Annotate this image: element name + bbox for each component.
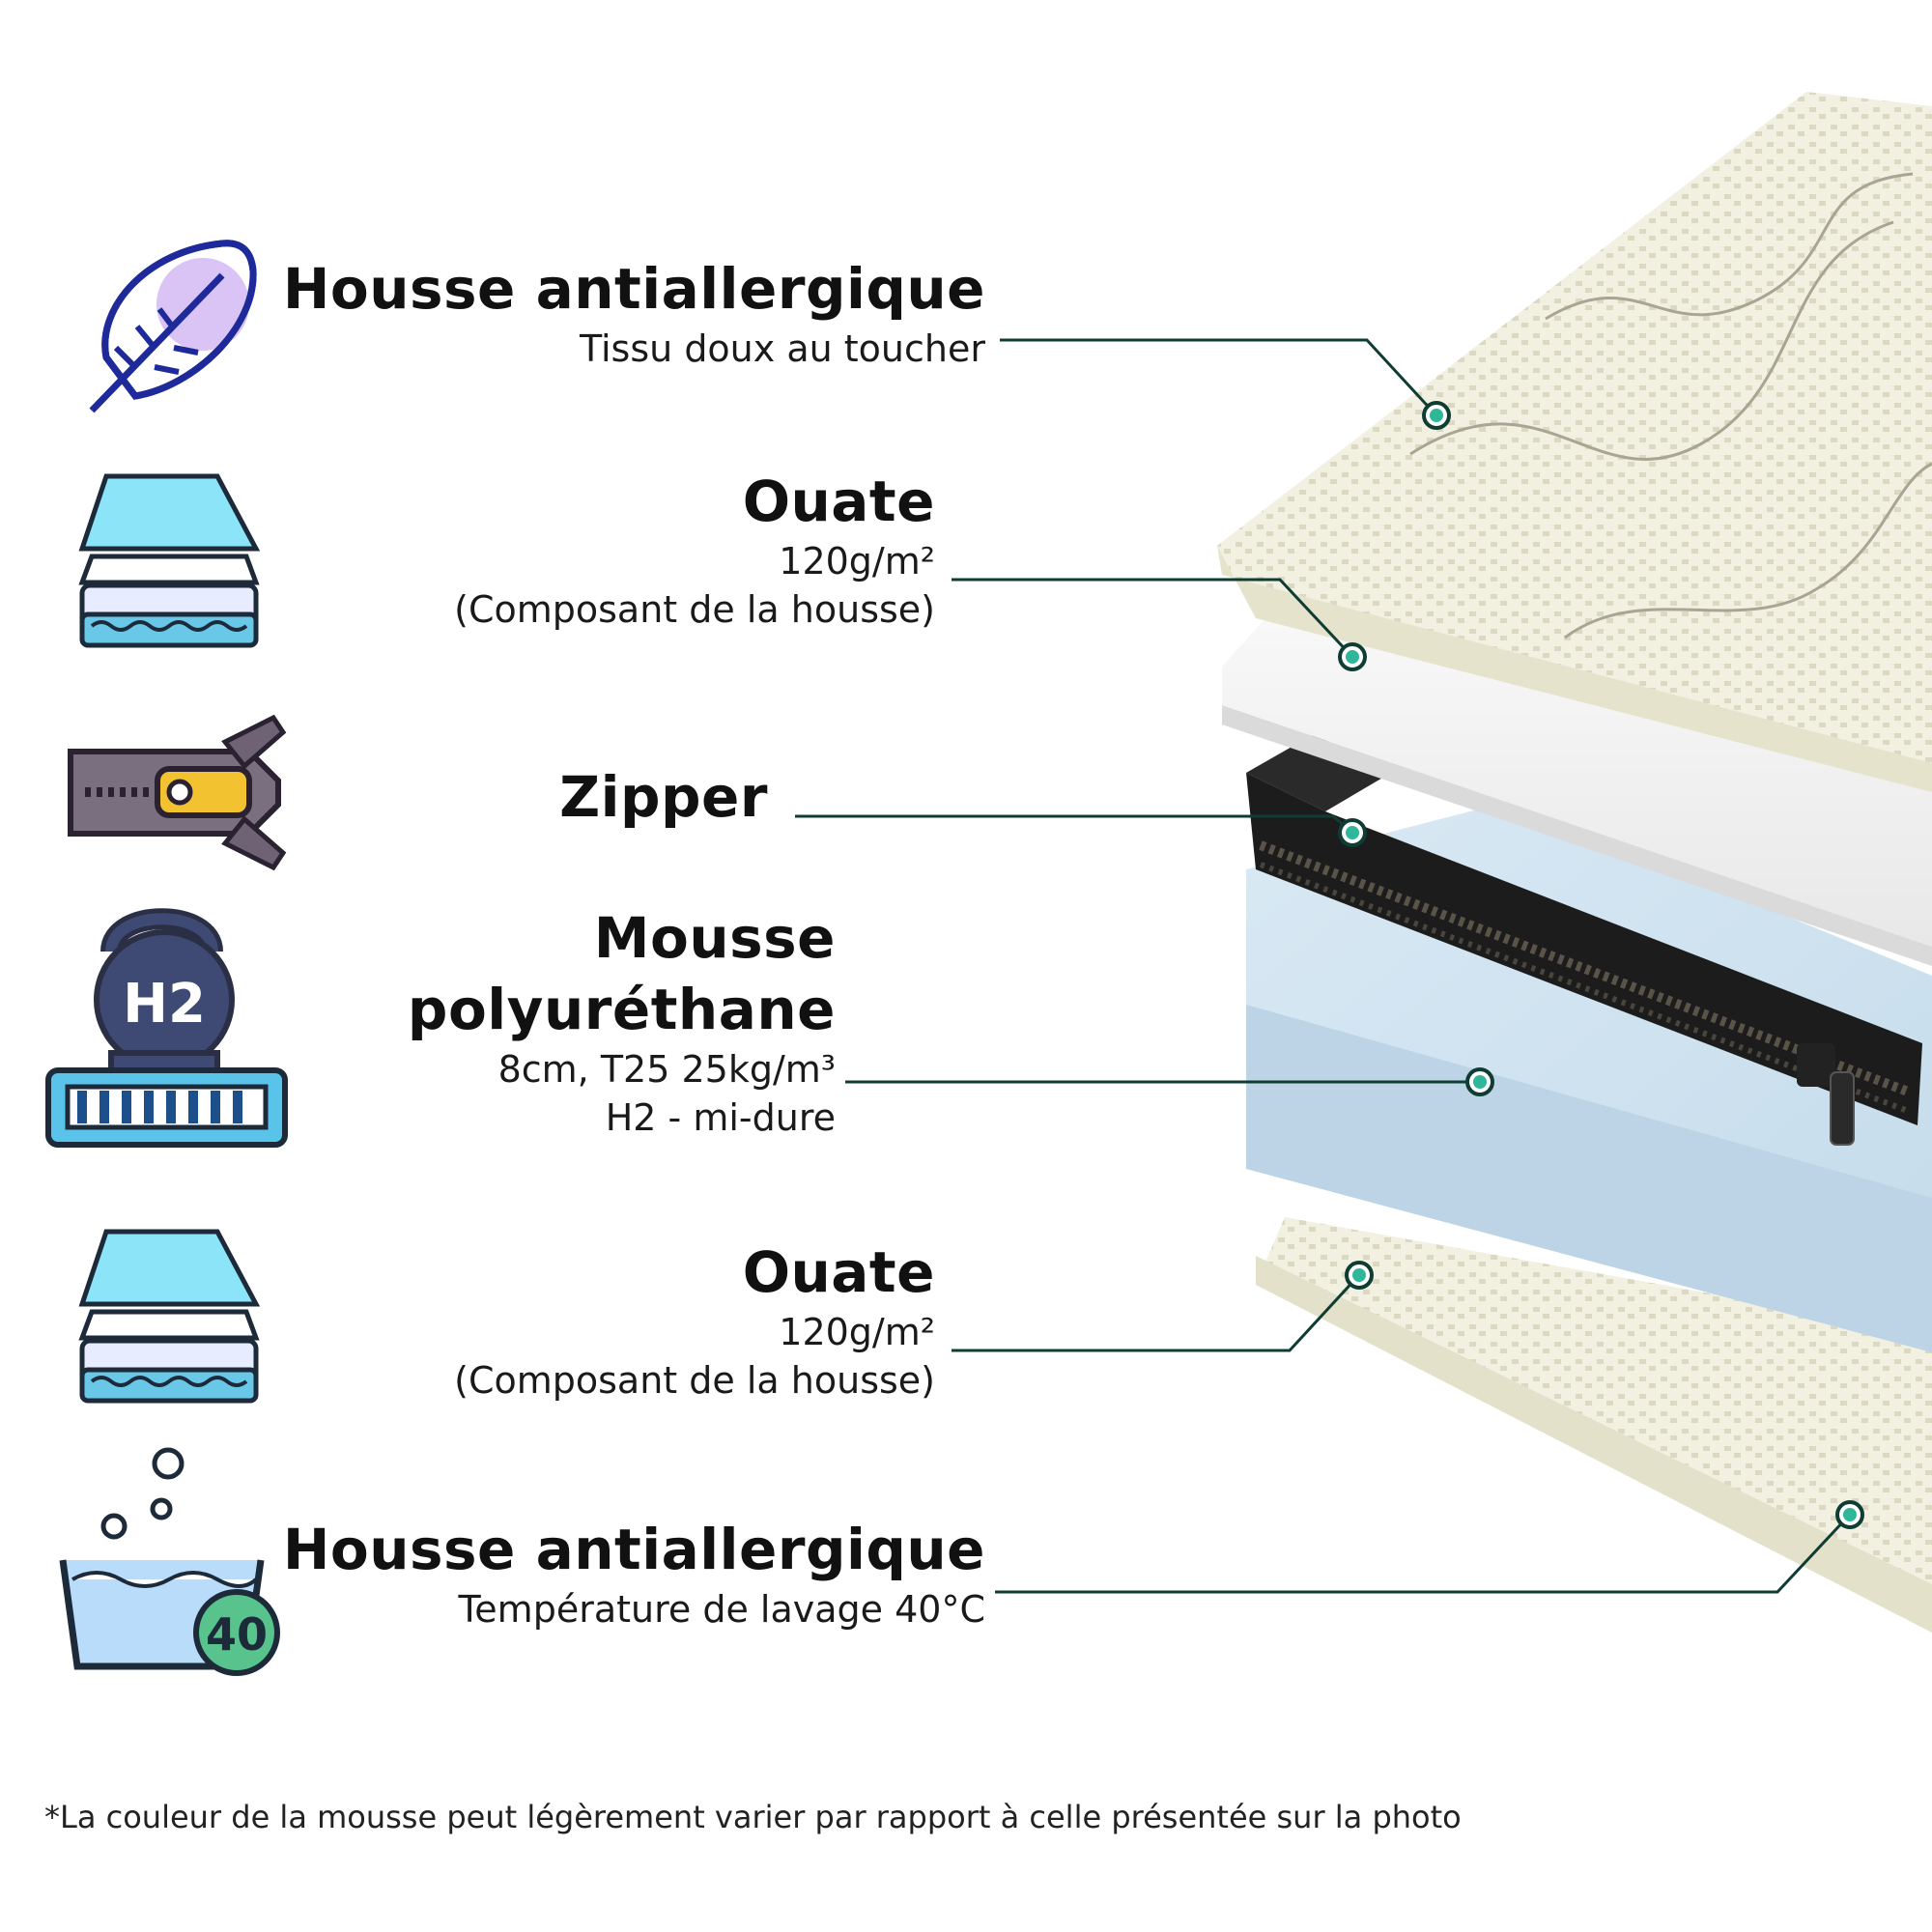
label-bottom-wadding: Ouate 120g/m² (Composant de la housse) [454, 1236, 935, 1405]
foam-layer [1246, 802, 1932, 1352]
label-bottom-cover: Housse antiallergique Température de lav… [283, 1514, 985, 1634]
layer-detail: 8cm, T25 25kg/m³ [497, 1048, 836, 1091]
layer-detail: Température de lavage 40°C [458, 1588, 985, 1631]
label-top-wadding: Ouate 120g/m² (Composant de la housse) [454, 466, 935, 634]
top-cover-layer [1217, 92, 1932, 792]
layer-title: polyuréthane [407, 977, 836, 1042]
feather-icon [89, 240, 257, 413]
layer-title: Housse antiallergique [282, 256, 985, 322]
layer-detail: 120g/m² [779, 540, 935, 582]
layer-detail: (Composant de la housse) [454, 1359, 935, 1402]
label-foam: Mousse polyuréthane 8cm, T25 25kg/m³ H2 … [408, 902, 836, 1142]
wash-basin-icon: 40 [59, 1447, 280, 1676]
kettlebell-badge: H2 [123, 973, 206, 1036]
layer-detail: (Composant de la housse) [454, 588, 935, 631]
label-zipper: Zipper [559, 761, 768, 833]
layer-title: Housse antiallergique [282, 1517, 985, 1582]
zipper-strip [1246, 734, 1922, 1146]
layers-icon [78, 473, 261, 648]
layer-title: Ouate [742, 1239, 935, 1305]
label-top-cover: Housse antiallergique Tissu doux au touc… [283, 253, 985, 373]
layer-title: Zipper [559, 764, 768, 830]
layer-title: Ouate [742, 469, 935, 534]
layers-icon [78, 1229, 261, 1404]
layer-detail: 120g/m² [779, 1311, 935, 1353]
zipper-slider [1797, 1043, 1855, 1146]
footnote: *La couleur de la mousse peut légèrement… [44, 1799, 1462, 1835]
bottom-cover-layer [1256, 1217, 1932, 1633]
zipper-icon [68, 714, 287, 871]
layer-title: Mousse [593, 905, 836, 971]
layer-detail: Tissu doux au toucher [579, 327, 985, 370]
wash-temperature-badge: 40 [206, 1608, 268, 1661]
leader-dots [1338, 401, 1864, 1529]
layer-detail: H2 - mi-dure [605, 1096, 836, 1139]
kettlebell-mattress-icon: H2 [45, 908, 288, 1148]
